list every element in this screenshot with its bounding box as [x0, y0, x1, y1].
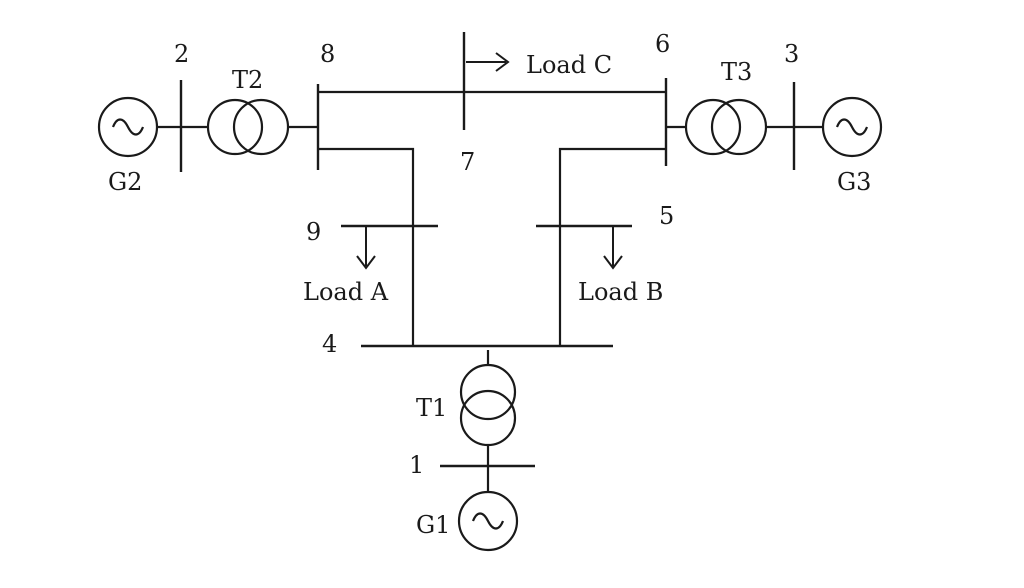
t2-label: T2 [232, 66, 263, 94]
transformer-t1 [459, 363, 517, 447]
bus-8-label: 8 [320, 40, 335, 68]
bus-1-label: 1 [409, 451, 424, 479]
t3-label: T3 [721, 58, 752, 86]
g3-label: G3 [837, 168, 871, 196]
t1-label: T1 [416, 394, 447, 422]
bus-7-label: 7 [460, 148, 475, 176]
load-b-label: Load B [578, 278, 663, 306]
bus-6-label: 6 [655, 30, 670, 58]
line-8-9-4 [318, 147, 415, 346]
bus-4-label: 4 [322, 330, 337, 358]
load-b-arrow [603, 226, 623, 270]
g1-label: G1 [416, 511, 450, 539]
line-6-5-4 [558, 147, 666, 346]
bus-9-label: 9 [306, 218, 321, 246]
transformer-t3 [684, 98, 768, 156]
generator-g2 [97, 96, 159, 158]
bus-5-label: 5 [659, 202, 674, 230]
load-c-arrow [466, 52, 510, 72]
generator-g3 [821, 96, 883, 158]
load-c-label: Load C [526, 51, 612, 79]
g2-label: G2 [108, 168, 142, 196]
bus-3-label: 3 [784, 40, 799, 68]
load-a-label: Load A [303, 278, 389, 306]
transformer-t2 [206, 98, 290, 156]
load-a-arrow [356, 226, 376, 270]
generator-g1 [457, 490, 519, 552]
bus-2-label: 2 [174, 40, 189, 68]
